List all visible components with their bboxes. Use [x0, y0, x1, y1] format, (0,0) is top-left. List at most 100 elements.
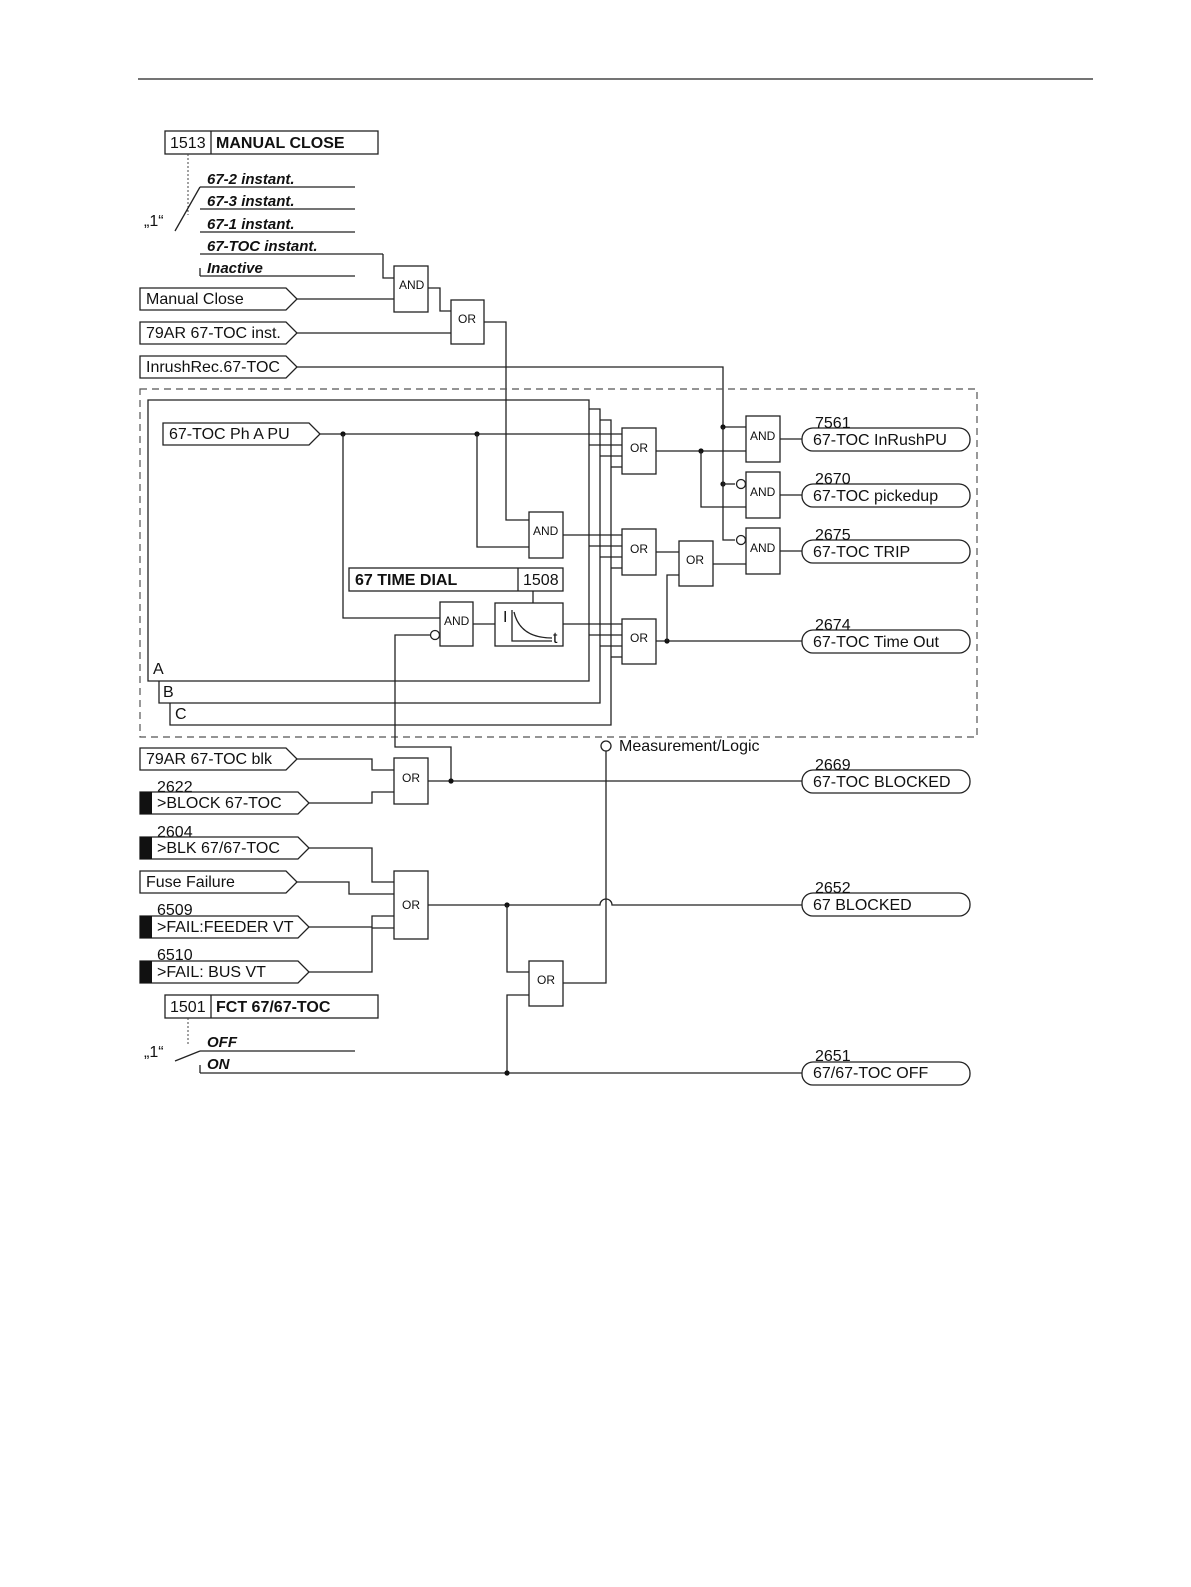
output-time-out: 2674 67-TOC Time Out: [801, 617, 971, 654]
svg-text:>BLOCK 67-TOC: >BLOCK 67-TOC: [157, 795, 282, 812]
or-gate-instant-trip: OR: [621, 528, 657, 576]
input-fuse-failure: Fuse Failure: [139, 870, 298, 894]
output-pickedup: 2670 67-TOC pickedup: [801, 471, 971, 508]
phase-wiring: [589, 444, 622, 658]
svg-text:>BLK 67/67-TOC: >BLK 67/67-TOC: [157, 840, 280, 857]
svg-text:>FAIL:FEEDER VT: >FAIL:FEEDER VT: [157, 919, 294, 936]
svg-text:2652: 2652: [815, 880, 851, 897]
svg-text:67-1 instant.: 67-1 instant.: [207, 216, 295, 233]
svg-text:AND: AND: [750, 485, 776, 499]
svg-text:7561: 7561: [815, 415, 851, 432]
svg-text:FCT 67/67-TOC: FCT 67/67-TOC: [216, 999, 331, 1016]
inverse-time-curve-block: I t: [494, 602, 564, 647]
and-gate-manual-close: AND: [393, 265, 429, 313]
output-inrush-pu: 7561 67-TOC InRushPU: [801, 415, 971, 452]
svg-text:I: I: [503, 609, 507, 626]
svg-text:2651: 2651: [815, 1048, 851, 1065]
svg-text:AND: AND: [750, 541, 776, 555]
svg-text:79AR 67-TOC inst.: 79AR 67-TOC inst.: [146, 325, 281, 342]
measurement-logic-inverter: [600, 740, 612, 752]
svg-text:2670: 2670: [815, 471, 851, 488]
svg-text:OR: OR: [630, 542, 648, 556]
or-gate-toc-blocked: OR: [393, 757, 429, 805]
svg-text:67-TOC Time Out: 67-TOC Time Out: [813, 634, 940, 651]
and-gate-trip: AND: [735, 527, 781, 575]
measurement-logic-frame: [139, 388, 978, 738]
or-gate-67-blocked: OR: [393, 870, 429, 940]
setting-function: 1501 FCT 67/67-TOC „1“ OFF ON: [144, 994, 802, 1074]
output-toc-blocked: 2669 67-TOC BLOCKED: [801, 757, 971, 794]
svg-text:OR: OR: [630, 441, 648, 455]
svg-text:OR: OR: [402, 771, 420, 785]
svg-text:B: B: [163, 684, 174, 701]
svg-text:67-TOC TRIP: 67-TOC TRIP: [813, 544, 910, 561]
or-gate-timeout: OR: [621, 618, 657, 665]
svg-text:1501: 1501: [170, 999, 206, 1016]
output-67-blocked: 2652 67 BLOCKED: [801, 880, 971, 917]
svg-text:OR: OR: [402, 898, 420, 912]
input-block-toc: 2622 >BLOCK 67-TOC: [139, 779, 310, 815]
setting-time-dial: 67 TIME DIAL 1508: [348, 567, 564, 592]
svg-text:OR: OR: [686, 553, 704, 567]
svg-text:67-3 instant.: 67-3 instant.: [207, 193, 295, 210]
svg-text:>FAIL: BUS VT: >FAIL: BUS VT: [157, 964, 266, 981]
svg-text:ON: ON: [207, 1056, 231, 1073]
and-gate-instant: AND: [528, 511, 564, 559]
input-toc-ph-a: 67-TOC Ph A PU: [162, 422, 321, 446]
svg-text:Fuse Failure: Fuse Failure: [146, 874, 235, 891]
output-off: 2651 67/67-TOC OFF: [801, 1048, 971, 1086]
svg-text:67-TOC pickedup: 67-TOC pickedup: [813, 488, 938, 505]
svg-text:67-TOC instant.: 67-TOC instant.: [207, 238, 318, 255]
svg-text:AND: AND: [444, 614, 470, 628]
svg-text:67 BLOCKED: 67 BLOCKED: [813, 897, 912, 914]
input-manual-close: Manual Close: [139, 287, 298, 311]
svg-text:OFF: OFF: [207, 1034, 238, 1051]
or-gate-measurement: OR: [528, 960, 564, 1007]
svg-text:AND: AND: [533, 524, 559, 538]
svg-text:Inactive: Inactive: [207, 260, 263, 277]
and-gate-inrush-pu: AND: [745, 415, 781, 463]
svg-text:C: C: [175, 706, 187, 723]
phase-frames: A B C: [147, 399, 612, 726]
svg-text:Manual Close: Manual Close: [146, 291, 244, 308]
svg-text:2674: 2674: [815, 617, 851, 634]
svg-text:2675: 2675: [815, 527, 851, 544]
svg-text:2669: 2669: [815, 757, 851, 774]
input-inrush: InrushRec.67-TOC: [139, 355, 298, 379]
svg-text:1513: 1513: [170, 135, 206, 152]
svg-text:OR: OR: [537, 973, 555, 987]
svg-text:A: A: [153, 661, 164, 678]
svg-text:OR: OR: [630, 631, 648, 645]
setting-manual-close: 1513 MANUAL CLOSE „1“ 67-2 instant. 67-3…: [144, 130, 383, 277]
svg-text:„1“: „1“: [144, 213, 164, 230]
svg-text:„1“: „1“: [144, 1044, 164, 1061]
svg-text:6509: 6509: [157, 902, 193, 919]
output-trip: 2675 67-TOC TRIP: [801, 527, 971, 564]
and-gate-pickedup: AND: [735, 471, 781, 519]
input-fail-feeder: 6509 >FAIL:FEEDER VT: [139, 902, 310, 939]
svg-text:OR: OR: [458, 312, 476, 326]
svg-text:MANUAL CLOSE: MANUAL CLOSE: [216, 135, 345, 152]
svg-text:1508: 1508: [523, 572, 559, 589]
svg-text:67-TOC BLOCKED: 67-TOC BLOCKED: [813, 774, 951, 791]
svg-text:67-2 instant.: 67-2 instant.: [207, 171, 295, 188]
svg-text:67-TOC Ph A PU: 67-TOC Ph A PU: [169, 426, 290, 443]
or-gate-pickup: OR: [621, 427, 657, 475]
or-gate-instant: OR: [450, 299, 485, 345]
inverter-circle: [429, 629, 441, 641]
svg-text:InrushRec.67-TOC: InrushRec.67-TOC: [146, 359, 280, 376]
input-ar-toc-blk: 79AR 67-TOC blk: [139, 747, 298, 771]
and-gate-timer: AND: [439, 601, 474, 647]
input-blk-67: 2604 >BLK 67/67-TOC: [139, 824, 310, 860]
svg-text:67 TIME DIAL: 67 TIME DIAL: [355, 572, 457, 589]
input-ar-toc-inst: 79AR 67-TOC inst.: [139, 321, 298, 345]
input-fail-bus: 6510 >FAIL: BUS VT: [139, 947, 310, 984]
svg-text:79AR 67-TOC blk: 79AR 67-TOC blk: [146, 751, 273, 768]
svg-text:AND: AND: [750, 429, 776, 443]
svg-text:6510: 6510: [157, 947, 193, 964]
measurement-logic-label: Measurement/Logic: [619, 738, 760, 755]
svg-text:67-TOC InRushPU: 67-TOC InRushPU: [813, 432, 947, 449]
svg-text:AND: AND: [399, 278, 425, 292]
svg-text:t: t: [553, 630, 558, 647]
